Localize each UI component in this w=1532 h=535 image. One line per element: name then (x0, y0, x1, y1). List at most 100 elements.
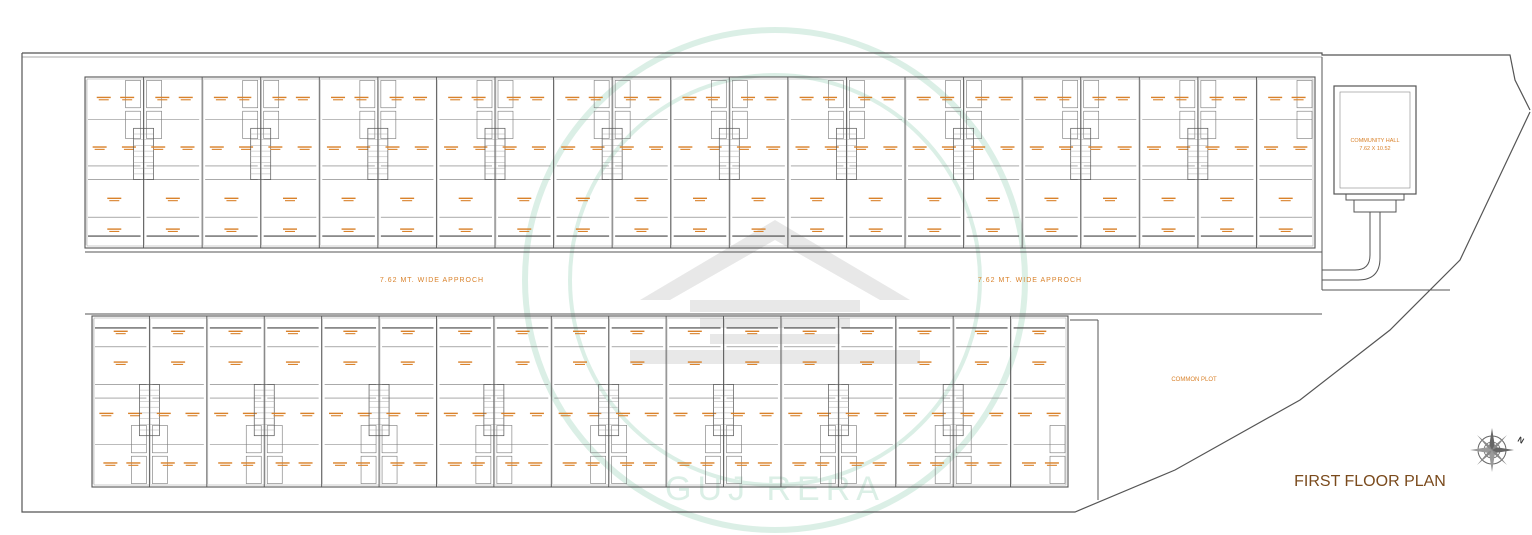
room-label-mark (732, 415, 743, 417)
room-label-mark (876, 415, 887, 417)
room-label-mark (283, 228, 297, 230)
community-hall-size: 7.62 X 10.52 (1359, 146, 1390, 152)
room-label-mark (1046, 230, 1057, 232)
room-label-mark (797, 148, 808, 150)
room-label-mark (113, 330, 128, 332)
room-label-mark (632, 363, 643, 365)
room-label-mark (1176, 146, 1191, 148)
room-label-mark (909, 464, 920, 466)
room-label-mark (1264, 146, 1279, 148)
room-label-mark (707, 146, 722, 148)
room-label-mark (709, 148, 720, 150)
room-label-mark (589, 415, 600, 417)
room-label-mark (389, 96, 404, 99)
staircase-icon (1187, 127, 1209, 180)
room-label-mark (794, 464, 805, 466)
room-label-mark (1236, 148, 1247, 150)
room-label-mark (447, 462, 462, 464)
room-label-mark (165, 197, 180, 200)
room-label-mark (505, 462, 520, 464)
room-label-mark (860, 330, 875, 332)
room-label-mark (564, 464, 575, 466)
room-label-mark (343, 361, 358, 363)
room-label-mark (985, 197, 1000, 200)
room-label-mark (619, 146, 634, 148)
residential-unit (953, 77, 1020, 248)
room-label-mark (976, 363, 987, 365)
room-label-mark (931, 412, 946, 415)
room-label-mark (677, 462, 692, 464)
room-label-mark (1209, 96, 1224, 99)
room-label-mark (634, 197, 649, 200)
room-label-mark (575, 197, 590, 200)
room-label-mark (862, 363, 873, 365)
room-label-mark (885, 148, 896, 150)
residential-unit (201, 77, 259, 248)
staircase-icon (836, 127, 857, 180)
room-label-mark (759, 464, 770, 466)
room-label-mark (766, 99, 777, 101)
room-label-mark (825, 99, 836, 101)
room-label-mark (874, 464, 885, 466)
room-label-mark (460, 363, 471, 365)
room-label-mark (239, 146, 254, 148)
room-label-mark (562, 462, 577, 464)
room-label-mark (1222, 230, 1233, 232)
room-label-mark (870, 200, 881, 202)
room-label-mark (736, 146, 751, 148)
room-label-mark (211, 148, 222, 150)
room-label-mark (1291, 96, 1306, 99)
room-label-mark (358, 148, 369, 150)
room-label-mark (151, 146, 166, 148)
room-label-mark (283, 197, 297, 200)
room-label-mark (503, 415, 514, 417)
room-label-mark (575, 333, 585, 335)
rera-watermark: GUJ RERA (522, 27, 1028, 533)
room-label-mark (1174, 96, 1189, 99)
room-label-mark (268, 146, 283, 148)
room-label-mark (649, 99, 660, 101)
room-label-mark (506, 96, 521, 99)
room-label-mark (738, 148, 749, 150)
room-label-mark (171, 330, 186, 332)
residential-unit (139, 316, 204, 487)
north-label: N (1516, 435, 1526, 446)
room-label-mark (849, 462, 864, 464)
residential-unit (92, 319, 147, 484)
room-label-mark (400, 361, 415, 363)
room-label-mark (273, 415, 284, 417)
staircase-icon (718, 127, 740, 180)
room-label-mark (94, 148, 105, 150)
room-label-mark (590, 146, 605, 148)
room-label-mark (975, 96, 990, 99)
residential-unit (1138, 77, 1196, 248)
room-label-mark (1222, 200, 1233, 202)
approach-road (85, 57, 1450, 500)
room-label-mark (277, 464, 288, 466)
room-label-mark (165, 228, 180, 230)
approach-label-right: 7.62 MT. WIDE APPROCH (978, 277, 1082, 284)
room-label-mark (874, 412, 889, 415)
room-label-mark (413, 462, 428, 464)
room-label-mark (417, 415, 428, 417)
room-label-mark (801, 99, 812, 101)
room-label-mark (743, 99, 754, 101)
room-label-mark (618, 415, 629, 417)
room-label-mark (1234, 146, 1249, 148)
room-label-mark (1178, 148, 1189, 150)
room-label-mark (275, 462, 290, 464)
room-label-mark (178, 96, 193, 99)
room-label-mark (474, 415, 485, 417)
room-label-mark (155, 96, 170, 99)
room-label-mark (1266, 148, 1277, 150)
room-label-mark (590, 99, 601, 101)
room-label-mark (241, 462, 256, 464)
room-label-mark (1119, 148, 1130, 150)
room-label-mark (224, 197, 239, 200)
room-label-mark (757, 462, 772, 464)
room-label-mark (230, 333, 241, 335)
room-label-mark (400, 330, 415, 332)
residential-unit (367, 77, 434, 248)
room-label-mark (530, 464, 541, 466)
room-label-mark (209, 146, 224, 148)
